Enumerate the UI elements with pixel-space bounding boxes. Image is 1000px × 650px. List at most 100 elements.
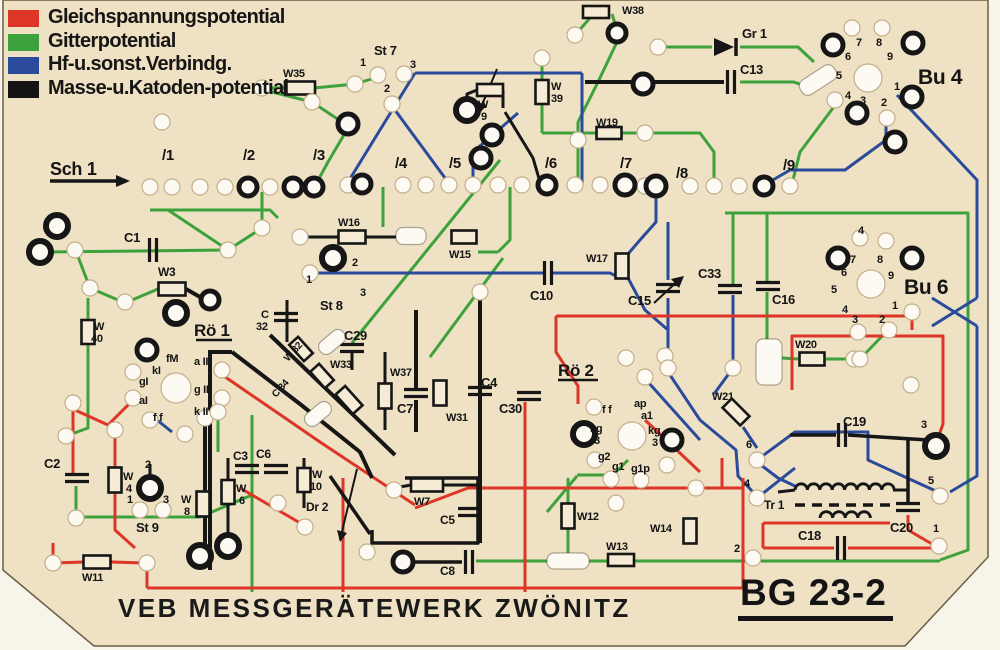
wire-k (370, 476, 480, 545)
wire-g (314, 127, 350, 185)
hole (873, 19, 891, 37)
legend-label: Hf-u.sonst.Verbindg. (48, 53, 232, 76)
component-label: C19 (843, 414, 866, 429)
ring-hole (605, 21, 629, 45)
component-label: C8 (440, 564, 455, 578)
wire-b (741, 426, 759, 449)
hole (856, 269, 886, 299)
ring-hole (820, 32, 846, 58)
component-label: 2 (734, 543, 740, 555)
component-label: kI (152, 365, 161, 377)
component-label: 40 (91, 333, 103, 345)
component-label: /1 (162, 147, 174, 164)
component-label: W (181, 494, 192, 506)
ring-hole (844, 100, 870, 126)
ring-hole (899, 84, 925, 110)
component-label: St 9 (136, 520, 159, 535)
component-label: 3 (860, 95, 866, 107)
component-label: /5 (449, 155, 461, 172)
component-label: C30 (499, 401, 522, 416)
ring-hole (134, 337, 160, 363)
ring-hole (570, 420, 598, 448)
hole (385, 481, 403, 499)
wire-g (740, 45, 816, 64)
wire-g (790, 103, 838, 185)
resistor-icon (157, 281, 187, 297)
hole (296, 518, 314, 536)
hole (880, 321, 898, 339)
wire-b (156, 418, 173, 434)
hole (843, 19, 861, 37)
component-label: C15 (628, 293, 651, 308)
hole (141, 411, 159, 429)
component-label: Dr 2 (306, 500, 329, 514)
component-label: W14 (650, 523, 673, 535)
component-label: a II (194, 356, 208, 368)
resistor-icon (798, 351, 826, 367)
component-label: kg (648, 425, 660, 437)
hole (116, 293, 134, 311)
component-label: 3 (852, 314, 858, 326)
hole (358, 543, 376, 561)
component-label: f f (602, 404, 612, 416)
component-label: C33 (698, 266, 721, 281)
legend-label: Gleichspannungspotential (48, 6, 285, 28)
wire-b (756, 460, 796, 488)
hole (163, 178, 181, 196)
hole (591, 176, 609, 194)
component-label: Rö 1 (194, 321, 230, 340)
component-label: 5 (836, 70, 842, 82)
slot-hole (798, 64, 838, 96)
hole (253, 79, 271, 97)
wire-r (217, 370, 416, 507)
wire-k (847, 433, 929, 442)
hole (566, 26, 584, 44)
resistor-icon (534, 78, 550, 106)
component-label: /9 (783, 157, 795, 174)
component-label: /3 (313, 147, 325, 164)
component-label: 3 (360, 287, 366, 299)
hole (744, 549, 762, 567)
wire-g (545, 475, 579, 513)
hole (124, 389, 142, 407)
hole (586, 451, 604, 469)
wire-r (906, 515, 933, 546)
wire-g (496, 187, 512, 254)
ring-hole (281, 175, 305, 199)
ring-hole (659, 427, 685, 453)
ring-hole (335, 111, 361, 137)
component-label: 3 (921, 419, 927, 431)
hole (417, 176, 435, 194)
component-label: W31 (446, 412, 468, 424)
wire-b (765, 112, 888, 186)
hole (851, 229, 869, 247)
resistor-icon (287, 334, 315, 364)
component-label: 4 (744, 478, 751, 490)
wire-b (626, 190, 658, 255)
hole (687, 479, 705, 497)
component-label: 6 (239, 495, 245, 507)
hole (57, 427, 75, 445)
resistor-icon (581, 4, 611, 20)
component-label: 5 (831, 284, 837, 296)
component-label: fM (166, 353, 178, 365)
hole (878, 109, 896, 127)
hole (216, 178, 234, 196)
wire-b (756, 430, 939, 494)
resistor-icon (82, 554, 112, 570)
ring-hole (302, 175, 326, 199)
wire-k (185, 287, 201, 299)
component-label: C2 (44, 456, 60, 471)
hole (533, 49, 551, 67)
component-label: 3 (163, 494, 169, 506)
legend-swatch-black (8, 80, 39, 98)
ring-hole (236, 175, 260, 199)
component-label: C6 (256, 447, 271, 461)
hole (141, 178, 159, 196)
component-label: 7 (856, 37, 862, 49)
model-number: BG 23-2 (738, 572, 893, 621)
resistor-icon (296, 466, 312, 494)
ring-hole (535, 173, 559, 197)
ring-hole (612, 172, 638, 198)
component-label: W37 (390, 367, 412, 379)
